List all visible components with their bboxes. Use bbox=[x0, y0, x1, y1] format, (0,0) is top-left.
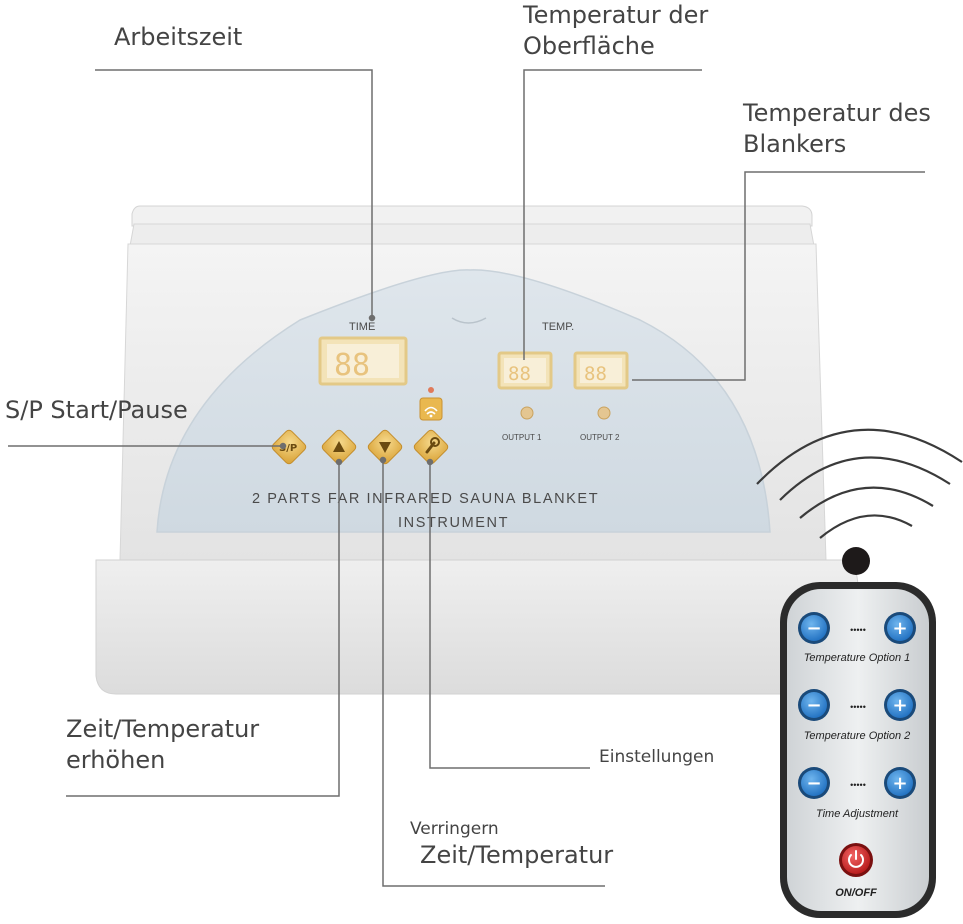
callout-arbeitszeit: Arbeitszeit bbox=[114, 23, 243, 51]
callout-surface-temperature-line2: Oberfläche bbox=[523, 32, 655, 60]
leader-arbeitszeit bbox=[95, 69, 373, 318]
remote-control bbox=[780, 582, 936, 918]
remote-option2-label: Temperature Option 2 bbox=[804, 730, 911, 742]
increase-button[interactable] bbox=[321, 429, 358, 466]
device-title-line1: 2 PARTS FAR INFRARED SAUNA BLANKET bbox=[252, 491, 599, 507]
callout-decrease-line2: Zeit/Temperatur bbox=[420, 841, 614, 869]
output1-display: 88 bbox=[497, 351, 553, 390]
settings-button[interactable] bbox=[413, 429, 450, 466]
device-title-line2: INSTRUMENT bbox=[398, 515, 509, 531]
sauna-controller-device bbox=[95, 205, 859, 695]
plus-icon: + bbox=[892, 695, 907, 716]
minus-icon: − bbox=[806, 773, 821, 794]
callout-blanket-temperature: Temperatur des Blankers bbox=[743, 98, 931, 160]
ir-receiver-dot bbox=[842, 547, 870, 575]
output2-display: 88 bbox=[573, 351, 629, 390]
plus-icon: + bbox=[892, 773, 907, 794]
leader-einstellungen bbox=[429, 462, 590, 769]
callout-settings: Einstellungen bbox=[599, 747, 715, 767]
remote-temp-option2-minus[interactable]: − bbox=[798, 689, 830, 721]
remote-time-plus[interactable]: + bbox=[884, 767, 916, 799]
plus-icon: + bbox=[892, 618, 907, 639]
wrench-icon bbox=[425, 437, 440, 454]
leader-erhoehen bbox=[66, 462, 340, 797]
remote-time-label: Time Adjustment bbox=[816, 808, 899, 820]
remote-power-button[interactable] bbox=[839, 843, 873, 877]
callout-blanket-temperature-line1: Temperatur des bbox=[743, 99, 931, 127]
remote-temp-option2-plus[interactable]: + bbox=[884, 689, 916, 721]
callout-increase-line1: Zeit/Temperatur bbox=[66, 715, 260, 743]
arrow-down-icon bbox=[379, 442, 391, 453]
remote-temp-option1-plus[interactable]: + bbox=[884, 612, 916, 644]
time-digits: 88 bbox=[334, 348, 370, 383]
time-display: 88 bbox=[318, 336, 408, 386]
callout-surface-temperature-line1: Temperatur der bbox=[523, 1, 709, 29]
callout-decrease-line1: Verringern bbox=[410, 819, 499, 839]
leader-blankers bbox=[632, 171, 925, 381]
temp-label: TEMP. bbox=[542, 321, 574, 333]
remote-dots-2: ••••• bbox=[850, 702, 866, 712]
output1-digits: 88 bbox=[508, 363, 531, 385]
callout-lines bbox=[8, 69, 925, 887]
signal-waves-icon bbox=[756, 428, 963, 539]
remote-power-label: ON/OFF bbox=[835, 887, 877, 899]
callout-increase: Zeit/Temperatur erhöhen bbox=[66, 714, 259, 776]
wifi-icon bbox=[424, 406, 438, 412]
callout-blanket-temperature-line2: Blankers bbox=[743, 130, 847, 158]
time-label: TIME bbox=[349, 321, 375, 333]
remote-dots-3: ••••• bbox=[850, 780, 866, 790]
remote-dots-1: ••••• bbox=[850, 625, 866, 635]
output2-digits: 88 bbox=[584, 363, 607, 385]
sp-button[interactable]: S/P bbox=[271, 429, 308, 466]
remote-temp-option1-minus[interactable]: − bbox=[798, 612, 830, 644]
output2-label: OUTPUT 2 bbox=[580, 433, 620, 442]
sp-button-label: S/P bbox=[279, 443, 297, 454]
leader-verringern bbox=[382, 460, 605, 887]
minus-icon: − bbox=[806, 618, 821, 639]
leader-oberflaeche bbox=[523, 69, 702, 360]
arrow-up-icon bbox=[333, 441, 345, 452]
output1-label: OUTPUT 1 bbox=[502, 433, 542, 442]
output1-led bbox=[520, 406, 534, 420]
callout-increase-line2: erhöhen bbox=[66, 746, 166, 774]
remote-time-minus[interactable]: − bbox=[798, 767, 830, 799]
output2-led bbox=[597, 406, 611, 420]
remote-receiver-indicator bbox=[419, 387, 443, 421]
minus-icon: − bbox=[806, 695, 821, 716]
remote-option1-label: Temperature Option 1 bbox=[804, 652, 911, 664]
power-icon bbox=[848, 850, 864, 868]
decrease-button[interactable] bbox=[367, 429, 404, 466]
callout-surface-temperature: Temperatur der Oberfläche bbox=[523, 0, 708, 62]
callout-start-pause: S/P Start/Pause bbox=[5, 396, 188, 424]
